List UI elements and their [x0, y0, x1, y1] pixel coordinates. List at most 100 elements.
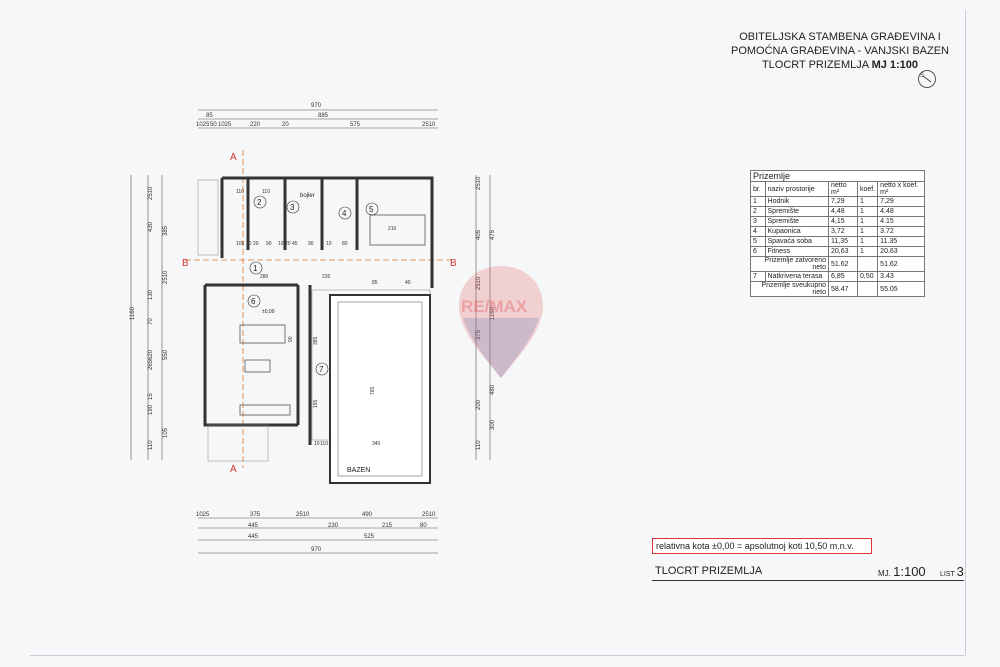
dim-inner: 280 — [260, 274, 269, 280]
dim-bottom: 490 — [362, 512, 373, 518]
dim-top: 2510 — [422, 122, 436, 128]
dim-inner: 110 — [262, 189, 270, 195]
dim-left: 620 — [148, 349, 154, 360]
dim-left: 550 — [163, 349, 169, 360]
dim-inner: 90 — [288, 336, 294, 342]
footer-scale-prefix: MJ. — [878, 569, 891, 578]
elevation-note: relativna kota ±0,00 = apsolutnoj koti 1… — [652, 538, 872, 554]
dim-top-total: 970 — [311, 103, 322, 109]
north-arrow-icon: S — [918, 70, 936, 88]
dim-left: 265 — [148, 359, 154, 370]
dim-top: 20 — [282, 122, 289, 128]
dim-bottom: 445 — [248, 523, 259, 529]
total-label: Prizemlje sveukupno neto — [749, 281, 830, 297]
dim-inner: 85 — [372, 280, 378, 286]
total-value-b: 55.05 — [877, 281, 925, 297]
dim-inner: 110 — [236, 189, 244, 195]
dim-inner: 20 — [285, 241, 291, 247]
dim-left: 15 — [148, 393, 154, 400]
dim-bottom: 1025 — [196, 512, 210, 518]
dim-left: 110 — [148, 440, 154, 450]
dim-right: 300 — [490, 419, 496, 430]
dim-top: 85 — [206, 113, 213, 119]
room-area-table: Prizemlje br. naziv prostorije netto m² … — [749, 170, 925, 297]
title-plan-name: TLOCRT PRIZEMLJA — [761, 59, 869, 71]
room-number-3: 3 — [290, 203, 295, 212]
dim-right: 1160 — [490, 306, 496, 320]
section-label-b-right: B — [450, 258, 457, 269]
dim-inner: 20 — [253, 241, 259, 247]
room-number-4: 4 — [342, 209, 347, 218]
dim-inner: 340 — [372, 441, 381, 447]
dim-bottom: 445 — [248, 534, 259, 540]
table-total-row: Prizemlje sveukupno neto 58.47 55.05 — [749, 281, 925, 297]
table-header: netto x koef. m² — [877, 181, 925, 197]
dim-bottom: 230 — [328, 523, 339, 529]
title-line-3: TLOCRT PRIZEMLJA MJ 1:100 — [700, 58, 980, 72]
level-label: ±0,00 — [262, 309, 275, 315]
dim-inner: 10 — [278, 241, 284, 247]
footer-line — [652, 580, 964, 581]
north-label: S — [920, 73, 924, 79]
pool-label: BAZEN — [347, 467, 370, 474]
room-number-5: 5 — [369, 205, 374, 214]
room-number-2: 2 — [257, 198, 262, 207]
dim-top: 50 — [210, 122, 217, 128]
boiler-label: bojler — [300, 193, 315, 199]
dim-bottom: 525 — [364, 534, 375, 540]
sheet-border-right — [965, 10, 966, 655]
dim-top: 1025 — [218, 122, 232, 128]
dim-left: 430 — [148, 221, 154, 232]
section-label-b-left: B — [182, 258, 189, 269]
dim-right: 110 — [476, 440, 482, 450]
title-line-2: POMOĆNA GRAĐEVINA - VANJSKI BAZEN — [730, 45, 949, 57]
dim-right: 2510 — [476, 176, 482, 190]
dim-inner: 80 — [342, 241, 348, 247]
dim-inner: 40 — [405, 280, 411, 286]
dim-left: 2510 — [163, 270, 169, 284]
watermark-text: RE/MAX — [461, 297, 528, 316]
dim-top: 575 — [350, 122, 361, 128]
dim-inner: 45 — [292, 241, 298, 247]
dim-right: 2510 — [476, 276, 482, 290]
footer-list-prefix: LIST — [940, 571, 955, 578]
dim-left: 105 — [163, 427, 169, 438]
dim-left: 2510 — [148, 186, 154, 200]
dim-bottom: 215 — [382, 523, 393, 529]
table-subtotal-row: Prizemlje zatvoreno neto 51.62 51.62 — [749, 256, 925, 272]
dim-top: 1025 — [196, 122, 210, 128]
footer-scale-value: 1:100 — [893, 564, 926, 579]
total-value-a: 58.47 — [828, 281, 858, 297]
room-number-1: 1 — [253, 264, 258, 273]
dim-left: 385 — [163, 225, 169, 236]
dim-inner: 765 — [370, 386, 376, 395]
dim-top: 220 — [250, 122, 261, 128]
dim-left: 190 — [148, 404, 154, 415]
dim-bottom: 2510 — [296, 512, 310, 518]
dim-bottom: 2510 — [422, 512, 436, 518]
dim-bottom: 80 — [420, 523, 427, 529]
dim-inner: 385 — [313, 336, 319, 345]
section-label-a-top: A — [230, 152, 237, 163]
dim-top: 885 — [318, 113, 329, 119]
dim-inner: 90 — [308, 241, 314, 247]
dim-inner: 210 — [388, 226, 397, 232]
dim-inner: 10 — [326, 241, 332, 247]
dim-right: 475 — [490, 229, 496, 240]
dim-inner: 155 — [313, 399, 319, 408]
dim-inner: 105 — [236, 241, 245, 247]
walls — [203, 176, 434, 445]
dim-right: 375 — [476, 329, 482, 340]
dim-inner: 10 — [246, 241, 252, 247]
title-scale: MJ 1:100 — [871, 59, 919, 71]
dim-left: 70 — [148, 318, 154, 325]
dim-bottom: 375 — [250, 512, 261, 518]
remax-watermark-icon: RE/MAX — [459, 266, 543, 378]
room-number-6: 6 — [251, 297, 256, 306]
room-number-7: 7 — [319, 365, 324, 374]
